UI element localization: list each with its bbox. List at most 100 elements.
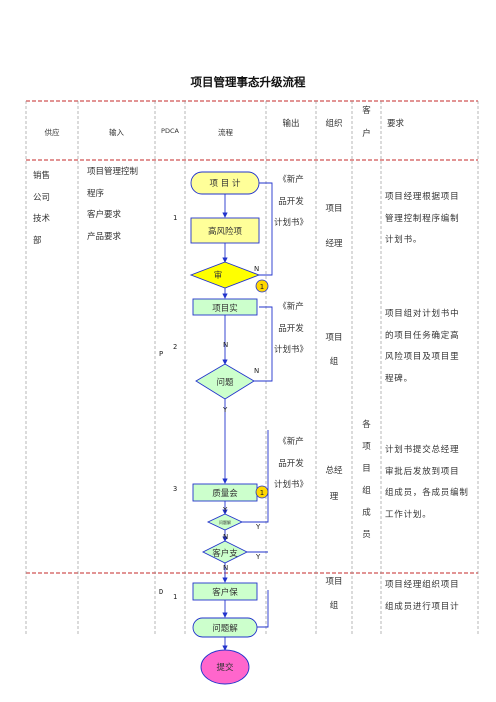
customer-line: 组 xyxy=(362,486,371,496)
flow-connector xyxy=(255,279,269,293)
input-line: 客户要求 xyxy=(87,210,122,220)
output-line: 品开发 xyxy=(278,323,304,334)
flow-edge-loop xyxy=(254,306,273,382)
requirement-line: 的项目任务确定高 xyxy=(385,330,460,341)
flow-node-exec xyxy=(192,298,258,316)
pdca-phase-p: P xyxy=(159,350,164,358)
flow-node-customer-label: 客户保 xyxy=(212,587,238,598)
flow-node-support-label: 客户支 xyxy=(212,548,238,559)
output-line: 品开发 xyxy=(278,196,304,207)
requirement-cell-2: 项目组对计划书中 的项目任务确定高 风险项目及项目里 程碑。 xyxy=(385,304,459,390)
org-cell-2: 项目 组 xyxy=(316,326,352,374)
output-line: 计划书》 xyxy=(273,345,308,355)
requirement-line: 组成员，各成员编制 xyxy=(385,488,469,498)
header-org: 组织 xyxy=(325,119,343,129)
supply-line: 公司 xyxy=(33,192,51,203)
org-line: 理 xyxy=(329,492,339,502)
customer-line: 项 xyxy=(362,442,371,452)
pdca-step-3: 3 xyxy=(173,485,178,493)
org-line: 总经 xyxy=(325,466,343,476)
org-cell-3: 总经 理 xyxy=(316,458,352,510)
org-cell-4: 项目 组 xyxy=(316,570,352,618)
flow-connector-label: 1 xyxy=(260,489,264,497)
flow-label-y: Y xyxy=(255,553,261,561)
requirement-line: 风险项目及项目里 xyxy=(385,352,460,362)
flow-node-submit-label: 提交 xyxy=(216,662,234,673)
flow-label-n: N xyxy=(223,341,228,349)
supply-cell: 销售 公司 技术 部 xyxy=(33,166,50,252)
page-title: 项目管理事态升级流程 xyxy=(190,75,306,89)
requirement-line: 计划书提交总经理 xyxy=(385,445,460,455)
customer-line: 成 xyxy=(362,508,371,518)
flow-node-exec-label: 项目实 xyxy=(212,303,238,314)
flow-label-y: Y xyxy=(222,406,228,414)
flow-node-issue-label: 问题 xyxy=(216,378,234,388)
flow-node-plan xyxy=(190,171,260,195)
output-cell-2: 《新产 品开发 计划书》 xyxy=(266,297,316,362)
output-line: 《新产 xyxy=(278,175,304,185)
flow-node-resolve-label: 问题解 xyxy=(219,519,231,525)
org-cell-1: 项目 经理 xyxy=(316,192,352,262)
pdca-step-1: 1 xyxy=(173,214,178,222)
header-supply: 供应 xyxy=(44,128,60,137)
requirement-cell-4: 项目经理组织项目 组成员进行项目计 xyxy=(385,575,459,618)
requirement-line: 工作计划。 xyxy=(385,509,432,520)
flow-node-solve-label: 问题解 xyxy=(212,623,238,634)
org-line: 组 xyxy=(329,357,339,367)
output-line: 品开发 xyxy=(278,458,304,469)
flow-node-customer xyxy=(192,582,258,601)
header-pdca: PDCA xyxy=(161,127,179,135)
flow-connector xyxy=(255,485,269,499)
flow-node-plan-label: 项 目 计 xyxy=(210,178,241,189)
flow-edge-loop xyxy=(242,430,269,523)
org-line: 项目 xyxy=(325,204,343,214)
org-line: 项目 xyxy=(325,577,343,587)
requirement-line: 项目经理组织项目 xyxy=(385,580,460,590)
output-cell-3: 《新产 品开发 计划书》 xyxy=(266,432,316,497)
input-cell: 项目管理控制 程序 客户要求 产品要求 xyxy=(87,162,138,248)
org-line: 经理 xyxy=(325,239,343,249)
output-line: 计划书》 xyxy=(273,480,308,490)
flow-label-n: N xyxy=(254,265,259,273)
requirement-line: 计划书。 xyxy=(385,235,423,245)
org-line: 组 xyxy=(329,601,339,611)
output-cell-1: 《新产 品开发 计划书》 xyxy=(266,170,316,235)
requirement-line: 组成员进行项目计 xyxy=(385,601,460,612)
header-input: 输入 xyxy=(109,128,124,137)
requirement-line: 审批后发放到项目 xyxy=(385,466,460,477)
flow-label-y: Y xyxy=(255,523,261,531)
requirement-cell-3: 计划书提交总经理 审批后发放到项目 组成员，各成员编制 工作计划。 xyxy=(385,440,469,526)
pdca-step-d1: 1 xyxy=(173,593,178,601)
requirement-cell-1: 项目经理根据项目 管理控制程序编制 计划书。 xyxy=(385,187,459,252)
flow-node-risk-label: 高风险项 xyxy=(208,226,243,237)
flow-node-support xyxy=(201,540,249,564)
header-customer-1: 客 xyxy=(362,106,371,116)
requirement-line: 项目组对计划书中 xyxy=(385,309,460,319)
output-line: 计划书》 xyxy=(273,218,308,228)
header-customer-2: 户 xyxy=(362,129,371,139)
flow-connector-label: 1 xyxy=(260,283,264,291)
flow-node-review-label: 审 xyxy=(214,270,223,281)
customer-line: 员 xyxy=(362,530,371,540)
supply-line: 技术 xyxy=(33,214,51,224)
flow-label-n: N xyxy=(223,564,228,572)
flow-node-resolve xyxy=(206,513,244,531)
supply-line: 部 xyxy=(33,235,42,246)
output-line: 《新产 xyxy=(278,302,304,312)
flow-label-n: N xyxy=(254,367,259,375)
flow-node-review xyxy=(189,261,261,289)
input-line: 程序 xyxy=(87,188,105,199)
pdca-phase-d: D xyxy=(159,588,164,596)
flow-label-n: N xyxy=(223,533,228,541)
requirement-line: 项目经理根据项目 xyxy=(385,192,460,202)
requirement-line: 管理控制程序编制 xyxy=(385,213,460,224)
input-line: 项目管理控制 xyxy=(87,167,139,177)
customer-cell: 各 项 目 组 成 员 xyxy=(352,414,381,546)
org-line: 项目 xyxy=(325,333,343,343)
output-line: 《新产 xyxy=(278,437,304,447)
customer-line: 目 xyxy=(362,464,371,474)
supply-line: 销售 xyxy=(33,171,51,181)
flow-node-issue xyxy=(195,363,255,400)
